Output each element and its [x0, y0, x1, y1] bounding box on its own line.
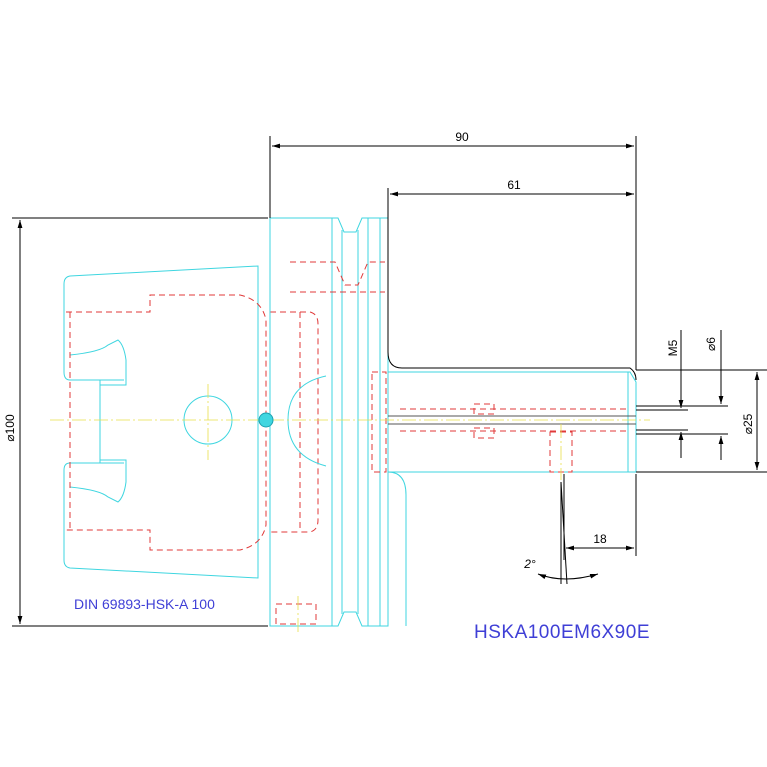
dimension-shank-diameter: ⌀25 [636, 369, 767, 473]
dimension-thread: M5 [636, 330, 688, 458]
dim-18-text: 18 [593, 532, 607, 546]
dim-m5-text: M5 [666, 339, 680, 356]
dimension-angle: 2° [523, 481, 599, 585]
shank-outline [387, 188, 637, 626]
centre-point-marker [258, 412, 274, 428]
dimension-bore-diameter: ⌀6 [636, 330, 728, 460]
shank-hidden-lines [388, 403, 636, 473]
dim-angle-text: 2° [523, 557, 536, 571]
dimension-shank-length: 61 [390, 178, 634, 197]
dim-25-text: ⌀25 [741, 413, 755, 434]
dimension-flange-diameter: ⌀100 [3, 217, 268, 627]
dim-100-text: ⌀100 [3, 414, 17, 442]
dim-61-text: 61 [507, 178, 521, 192]
dimension-screw-offset: 18 [563, 474, 637, 560]
flange-hidden-lines [275, 261, 387, 625]
flange-outline [269, 217, 389, 627]
dim-6-text: ⌀6 [704, 337, 718, 351]
part-number-label: HSKA100EM6X90E [474, 622, 650, 643]
center-lines [50, 384, 650, 634]
dimension-overall-length: 90 [269, 130, 637, 370]
dim-90-text: 90 [455, 130, 469, 144]
hsk-taper-outline [63, 265, 259, 579]
hsk-hidden-lines [66, 294, 319, 551]
standard-label: DIN 69893-HSK-A 100 [74, 596, 215, 612]
